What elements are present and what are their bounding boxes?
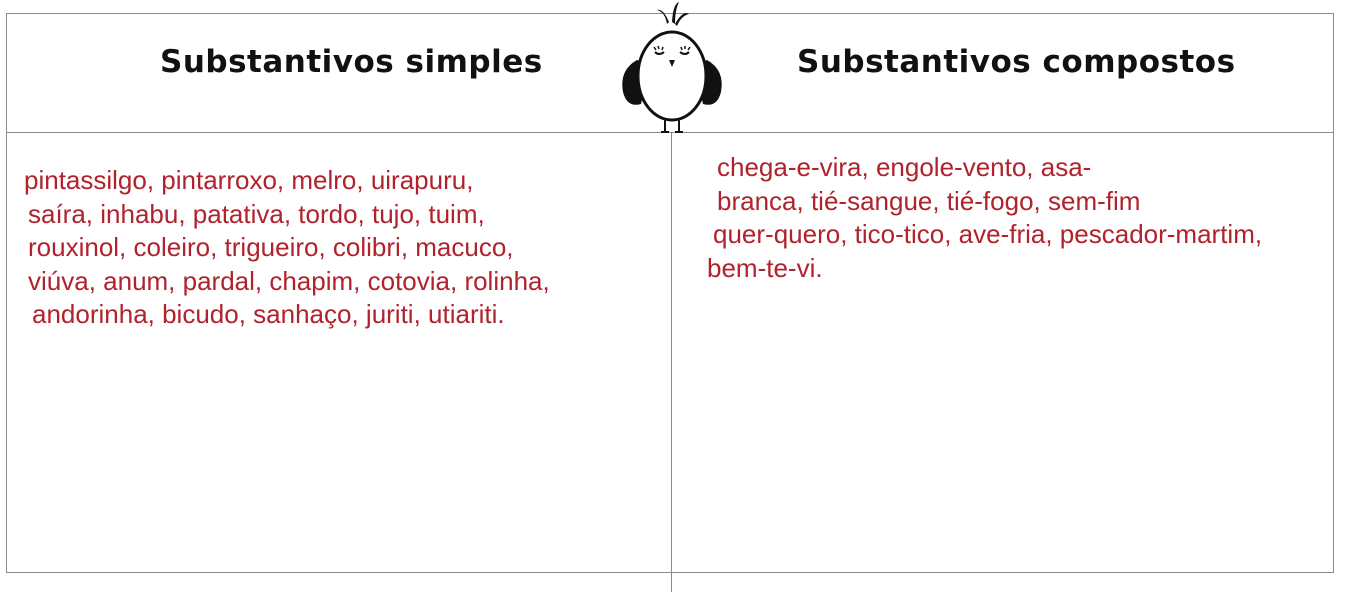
column-divider [671,132,672,592]
word-line: saíra, inhabu, patativa, tordo, tujo, tu… [28,198,485,229]
compound-nouns-list: chega-e-vira, engole-vento, asa- branca,… [707,151,1262,285]
word-line: quer-quero, tico-tico, ave-fria, pescado… [713,219,1263,249]
word-line: andorinha, bicudo, sanhaço, juriti, utia… [32,299,505,329]
word-line: chega-e-vira, engole-vento, asa- [717,152,1092,182]
word-line: rouxinol, coleiro, trigueiro, colibri, m… [28,232,514,262]
bird-icon [622,2,722,133]
heading-simple-nouns: Substantivos simples [160,44,543,80]
word-line: pintassilgo, pintarroxo, melro, uirapuru… [24,165,474,195]
word-line: bem-te-vi. [707,252,823,283]
simple-nouns-list: pintassilgo, pintarroxo, melro, uirapuru… [24,164,550,332]
word-line: viúva, anum, pardal, chapim, cotovia, ro… [28,265,550,296]
word-line: branca, tié-sangue, tié-fogo, sem-fim [717,185,1141,216]
heading-compound-nouns: Substantivos compostos [797,44,1236,80]
worksheet-table: Substantivos simples Substantivos compos… [6,2,1334,592]
header-divider [7,132,1333,133]
